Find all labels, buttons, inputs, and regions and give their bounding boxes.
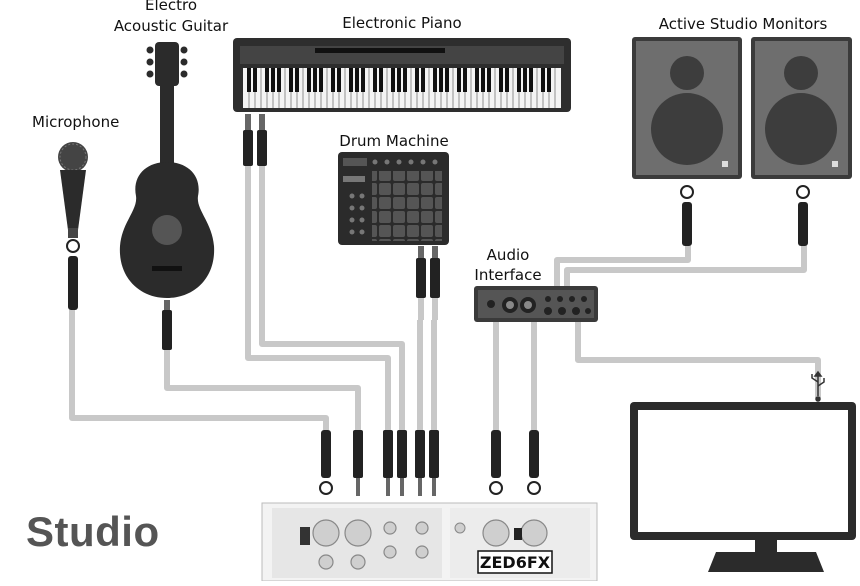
cable-piano-right xyxy=(259,190,405,430)
cable-piano-left xyxy=(245,190,391,430)
cable-monitor-left xyxy=(554,246,691,292)
piano-label: Electronic Piano xyxy=(342,14,462,32)
jack-plug-icon xyxy=(353,430,363,496)
computer-monitor xyxy=(630,402,856,572)
guitar-label-line1: Electro xyxy=(144,0,198,14)
cable-usb xyxy=(575,318,821,398)
audio-interface-label-line1: Audio xyxy=(486,246,530,264)
microphone xyxy=(58,142,88,238)
audio-interface xyxy=(474,286,598,322)
xlr-connector-icon xyxy=(66,239,80,310)
cable-monitor-right xyxy=(564,246,807,292)
jack-plug-icon xyxy=(162,300,172,372)
mixer-zed6fx: ZED6FX xyxy=(261,502,598,582)
studio-title: Studio xyxy=(26,508,160,555)
electronic-piano xyxy=(233,38,571,112)
jack-plug-icon xyxy=(415,430,439,496)
jack-plug-icon xyxy=(383,430,407,496)
mixer-brand: ZED6FX xyxy=(480,553,551,572)
microphone-label: Microphone xyxy=(32,113,120,131)
cable-guitar xyxy=(164,370,361,430)
jack-plug-icon xyxy=(243,114,267,192)
xlr-connector-icon xyxy=(680,185,810,246)
cables xyxy=(69,190,821,430)
electro-acoustic-guitar xyxy=(119,42,215,298)
guitar-label-line2: Acoustic Guitar xyxy=(113,17,229,35)
studio-monitor-right xyxy=(751,37,852,179)
usb-icon xyxy=(811,370,825,402)
piano-black-keys xyxy=(247,68,551,92)
mixer-input-plugs xyxy=(319,430,541,496)
monitors-label: Active Studio Monitors xyxy=(658,15,828,33)
drum-machine-label: Drum Machine xyxy=(339,132,449,150)
xlr-connector-icon xyxy=(489,430,541,495)
jack-plug-icon xyxy=(416,246,440,320)
drum-machine xyxy=(338,152,449,245)
studio-monitor-left xyxy=(632,37,742,179)
audio-interface-label-line2: Interface xyxy=(474,266,542,284)
xlr-connector-icon xyxy=(319,430,333,495)
cable-microphone xyxy=(69,310,329,430)
